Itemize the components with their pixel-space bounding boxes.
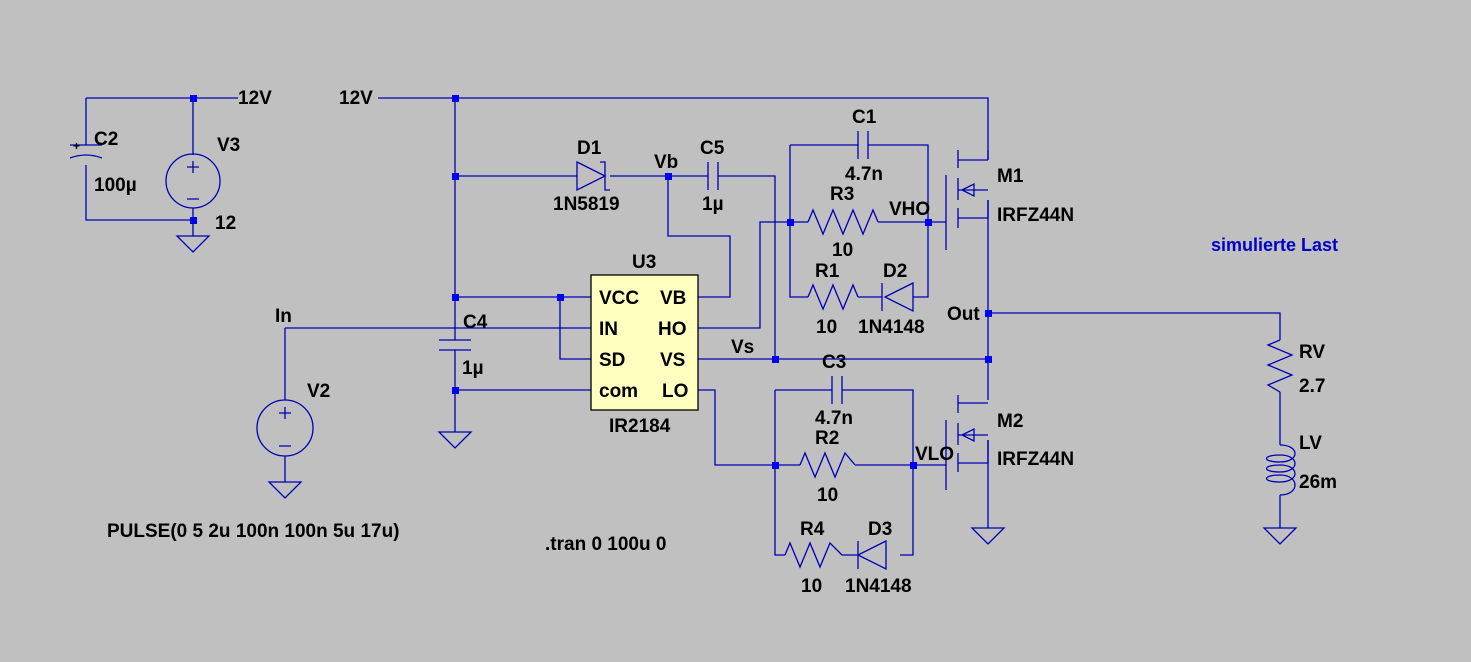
u3-pin-vb: VB bbox=[660, 288, 686, 309]
diode-d2-symbol bbox=[881, 281, 914, 313]
d3-value: 1N4148 bbox=[845, 576, 912, 597]
resistor-rv-symbol bbox=[1266, 339, 1294, 393]
u3-name: U3 bbox=[632, 252, 656, 273]
u3-pin-vs: VS bbox=[660, 350, 685, 371]
junctions bbox=[190, 95, 992, 469]
net-label-out: Out bbox=[947, 304, 980, 325]
d1-name: D1 bbox=[577, 138, 602, 159]
inductor-lv-symbol bbox=[1265, 444, 1296, 496]
u3-pin-in: IN bbox=[599, 319, 618, 340]
labels: 12V 12V C2 100µ V3 12 D1 1N5819 Vb C5 1µ… bbox=[94, 88, 1338, 597]
c4-value: 1µ bbox=[462, 358, 484, 379]
resistor-r1-symbol bbox=[807, 283, 859, 311]
u3-value: IR2184 bbox=[609, 416, 671, 437]
net-label-in: In bbox=[275, 306, 292, 327]
rv-name: RV bbox=[1299, 342, 1325, 363]
c1-name: C1 bbox=[852, 107, 877, 128]
lv-value: 26m bbox=[1299, 472, 1337, 493]
v3-name: V3 bbox=[217, 135, 240, 156]
c1-value: 4.7n bbox=[845, 164, 883, 185]
m1-value: IRFZ44N bbox=[997, 205, 1074, 226]
m2-value: IRFZ44N bbox=[997, 449, 1074, 470]
r1-name: R1 bbox=[815, 261, 840, 282]
voltage-source-v2-symbol bbox=[256, 399, 314, 482]
net-label-12v-main: 12V bbox=[339, 88, 373, 109]
resistor-r3-symbol bbox=[807, 208, 879, 236]
c5-value: 1µ bbox=[702, 194, 724, 215]
wires bbox=[85, 97, 1281, 556]
m2-name: M2 bbox=[997, 411, 1023, 432]
d2-value: 1N4148 bbox=[858, 317, 925, 338]
d1-value: 1N5819 bbox=[553, 194, 620, 215]
u3-pin-ho: HO bbox=[658, 319, 687, 340]
c2-name: C2 bbox=[94, 129, 118, 150]
net-label-vlo: VLO bbox=[915, 444, 954, 465]
tran-directive: .tran 0 100u 0 bbox=[545, 534, 666, 555]
capacitor-c5-symbol bbox=[707, 162, 719, 190]
c3-name: C3 bbox=[822, 352, 846, 373]
ic-u3-body bbox=[590, 274, 699, 411]
resistor-r2-symbol bbox=[799, 451, 856, 479]
v3-value: 12 bbox=[215, 213, 236, 234]
resistor-r4-symbol bbox=[784, 541, 843, 569]
capacitor-c2-symbol: + bbox=[69, 139, 103, 159]
capacitor-c3-symbol bbox=[831, 376, 843, 404]
r2-value: 10 bbox=[817, 485, 838, 506]
r1-value: 10 bbox=[816, 317, 837, 338]
u3-pin-lo: LO bbox=[662, 381, 688, 402]
mosfet-m1-symbol bbox=[945, 150, 989, 250]
net-label-vho: VHO bbox=[889, 199, 930, 220]
capacitor-c4-symbol bbox=[439, 339, 471, 351]
load-comment: simulierte Last bbox=[1211, 235, 1338, 255]
d2-name: D2 bbox=[883, 261, 907, 282]
c5-name: C5 bbox=[700, 138, 725, 159]
c4-name: C4 bbox=[463, 312, 488, 333]
lv-name: LV bbox=[1299, 433, 1322, 454]
r4-value: 10 bbox=[801, 576, 822, 597]
m1-name: M1 bbox=[997, 166, 1024, 187]
capacitor-c1-symbol bbox=[857, 131, 869, 159]
diode-d1-symbol bbox=[576, 160, 610, 192]
d3-name: D3 bbox=[868, 519, 892, 540]
diode-d3-symbol bbox=[856, 539, 887, 571]
c2-value: 100µ bbox=[94, 175, 137, 196]
u3-pin-com: com bbox=[599, 381, 638, 402]
c3-value: 4.7n bbox=[815, 408, 853, 429]
r4-name: R4 bbox=[800, 519, 825, 540]
ground-symbols bbox=[175, 235, 1298, 545]
rv-value: 2.7 bbox=[1299, 376, 1325, 397]
svg-text:+: + bbox=[73, 139, 80, 153]
v2-value: PULSE(0 5 2u 100n 100n 5u 17u) bbox=[107, 521, 400, 542]
r3-value: 10 bbox=[832, 240, 853, 261]
voltage-source-v3-symbol bbox=[165, 153, 221, 209]
r2-name: R2 bbox=[815, 428, 839, 449]
net-label-12v-left: 12V bbox=[238, 88, 272, 109]
u3-pin-vcc: VCC bbox=[599, 288, 639, 309]
mosfet-m2-symbol bbox=[945, 395, 989, 490]
net-label-vs: Vs bbox=[731, 337, 754, 358]
r3-name: R3 bbox=[830, 184, 854, 205]
v2-name: V2 bbox=[307, 381, 330, 402]
net-label-vb: Vb bbox=[654, 152, 678, 173]
u3-pin-sd: SD bbox=[599, 350, 625, 371]
